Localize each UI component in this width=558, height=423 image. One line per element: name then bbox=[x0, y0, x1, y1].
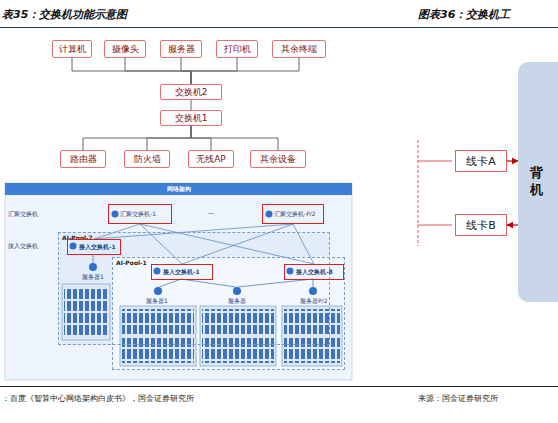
device-box: 交换机2 bbox=[160, 84, 222, 100]
pool-name: AI-Pool-1 bbox=[116, 259, 147, 266]
leader-line bbox=[418, 140, 452, 246]
node-label: 线卡B bbox=[466, 218, 496, 233]
source-note: 来源：国金证券研究所 bbox=[418, 393, 498, 404]
device-box: 打印机 bbox=[216, 40, 258, 58]
connector bbox=[191, 58, 299, 84]
figure-title: 表35：交换机功能示意图 bbox=[2, 7, 127, 22]
panel-heading: 网络架构 bbox=[5, 183, 352, 195]
pool-region: AI-Pool-1 接入交换机-1 接入交换机-8 bbox=[112, 257, 345, 370]
annotation-label: 服务器P/2 bbox=[300, 297, 327, 306]
node-label: 无线AP bbox=[196, 153, 226, 166]
server-rack bbox=[120, 306, 342, 366]
node-label: 服务器 bbox=[168, 43, 195, 56]
switch-box: 接入交换机-1 bbox=[67, 239, 121, 255]
connector bbox=[507, 160, 518, 161]
connector bbox=[182, 224, 293, 264]
switch-box: 汇聚交换机-1 bbox=[108, 204, 172, 224]
annotation-label: 服务器1 bbox=[146, 297, 168, 306]
server-wire bbox=[93, 254, 313, 287]
device-box: 交换机1 bbox=[160, 110, 222, 126]
device-box: 无线AP bbox=[188, 150, 234, 168]
node-label: 汇聚交换机-1 bbox=[120, 210, 156, 219]
node-label: 交换机2 bbox=[175, 86, 208, 99]
connector bbox=[125, 58, 191, 84]
switch-box: 汇聚交换机-P/2 bbox=[262, 204, 324, 224]
device-box: 服务器 bbox=[160, 40, 202, 58]
connector bbox=[293, 224, 314, 264]
server-icon bbox=[89, 263, 317, 295]
connector bbox=[147, 126, 191, 150]
node-label: 汇聚交换机-P/2 bbox=[274, 210, 316, 219]
annotation-label: 接入交换机 bbox=[8, 242, 38, 251]
connector bbox=[191, 100, 192, 110]
device-box: 其余设备 bbox=[250, 150, 306, 168]
switch-box: 接入交换机-8 bbox=[284, 264, 344, 280]
device-box: 防火墙 bbox=[124, 150, 170, 168]
annotation-label: — bbox=[208, 209, 214, 216]
switch-box: 接入交换机-1 bbox=[151, 264, 213, 280]
node-label: 计算机 bbox=[59, 43, 86, 56]
source-note: ：百度《智算中心网络架构白皮书》，国金证券研究所 bbox=[2, 393, 194, 404]
device-box: 其余终端 bbox=[272, 40, 326, 58]
footer-rule bbox=[0, 386, 558, 387]
connector bbox=[140, 224, 314, 264]
architecture-panel: 网络架构汇聚交换机-1 汇聚交换机-P/2AI-Pool-2接入交换机-1AI-P… bbox=[5, 183, 352, 380]
architecture-ground bbox=[5, 183, 352, 380]
node-label: 接入交换机-8 bbox=[296, 268, 333, 277]
server-rack bbox=[62, 284, 110, 340]
node-label: 摄像头 bbox=[112, 43, 139, 56]
figure-title: 图表36：交换机工 bbox=[418, 7, 510, 22]
device-box: 摄像头 bbox=[104, 40, 146, 58]
device-box: 路由器 bbox=[60, 150, 106, 168]
connector bbox=[83, 126, 191, 150]
connector bbox=[72, 58, 191, 84]
pool-region: AI-Pool-2接入交换机-1 bbox=[58, 232, 330, 345]
node-label: 其余设备 bbox=[260, 153, 296, 166]
node-label: 交换机1 bbox=[175, 112, 208, 125]
connector bbox=[191, 126, 278, 150]
connector bbox=[140, 224, 182, 264]
node-label: 接入交换机-1 bbox=[163, 268, 200, 277]
annotation-label: 服务器1 bbox=[82, 273, 104, 282]
line-card-box: 线卡B bbox=[455, 214, 507, 236]
title-rule bbox=[0, 27, 558, 28]
node-label: 防火墙 bbox=[134, 153, 161, 166]
node-label: 背 机 bbox=[530, 165, 543, 199]
node-label: 其余终端 bbox=[281, 43, 317, 56]
node-label: 路由器 bbox=[70, 153, 97, 166]
annotation-label: 汇聚交换机 bbox=[8, 210, 38, 219]
annotation-label: 服务器 bbox=[228, 297, 246, 306]
connector bbox=[507, 224, 518, 225]
backplane-block: 背 机 bbox=[518, 62, 558, 302]
connector bbox=[181, 58, 191, 84]
node-label: 打印机 bbox=[224, 43, 251, 56]
node-label: 接入交换机-1 bbox=[79, 243, 116, 252]
pool-ground bbox=[112, 257, 345, 370]
device-box: 计算机 bbox=[52, 40, 92, 58]
line-card-box: 线卡A bbox=[455, 150, 507, 172]
node-label: 线卡A bbox=[466, 154, 496, 169]
